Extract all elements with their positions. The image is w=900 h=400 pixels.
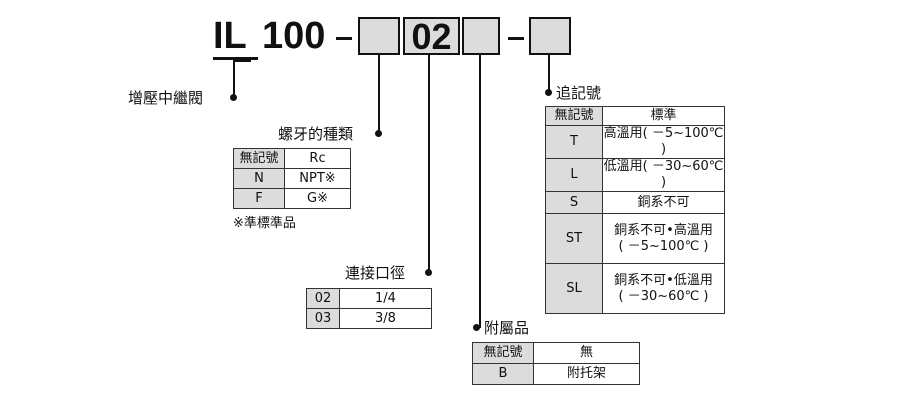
thread-type-vline [378,55,380,133]
thread-header-code: 無記號 [233,148,285,169]
option-row-value: 銅系不可•高溫用 ( －5~100℃ ) [602,213,725,264]
option-row-code: L [545,158,603,192]
thread-type-box [358,17,400,55]
series-underline [213,57,258,60]
option-row-code: T [545,125,603,159]
port-size-dot [425,269,432,276]
option-header-code: 無記號 [545,106,603,126]
option-row-value: 銅系不可•低溫用 ( －30~60℃ ) [602,263,725,314]
bracket-row-code: B [472,363,534,385]
port-size-table: 02 1/4 03 3/8 [306,288,432,329]
bracket-dot [473,324,480,331]
series-code: IL [213,15,247,57]
type-hline [233,60,251,62]
port-row-value: 3/8 [339,308,432,329]
bracket-vline [479,55,481,328]
option-row-code: ST [545,213,603,264]
thread-header-value: Rc [284,148,351,169]
option-header-value: 標準 [602,106,725,126]
option-box [529,17,571,55]
option-label: 追記號 [556,84,602,102]
type-label: 增壓中繼閥 [128,89,204,107]
option-row-value: 銅系不可 [602,191,725,214]
type-vline [233,60,235,97]
thread-row-value: NPT※ [284,168,351,189]
option-row-value: 低溫用( －30~60℃ ) [602,158,725,192]
bracket-label: 附屬品 [484,319,530,337]
port-row-value: 1/4 [339,288,432,309]
port-size-vline [428,55,430,272]
dash-1 [336,37,352,40]
bracket-header-code: 無記號 [472,342,534,364]
option-table: 無記號 標準 T 高溫用( －5~100℃ ) L 低溫用( －30~60℃ )… [545,106,725,314]
port-row-code: 02 [306,288,340,309]
thread-type-table: 無記號 Rc N NPT※ F G※ [233,148,351,209]
bracket-box [462,17,500,55]
port-size-label: 連接口徑 [345,264,406,282]
bracket-header-value: 無 [533,342,640,364]
thread-row-code: F [233,188,285,209]
series-number: 100 [262,15,326,57]
option-row-code: SL [545,263,603,314]
type-dot [230,94,237,101]
option-row-code: S [545,191,603,214]
dash-2 [508,37,524,40]
thread-note: ※準標準品 [233,216,296,231]
port-size-box: 02 [403,17,460,57]
thread-type-dot [375,130,382,137]
option-row-value: 高溫用( －5~100℃ ) [602,125,725,159]
port-row-code: 03 [306,308,340,329]
bracket-row-value: 附托架 [533,363,640,385]
thread-row-code: N [233,168,285,189]
option-vline [548,55,550,93]
thread-row-value: G※ [284,188,351,209]
thread-type-label: 螺牙的種類 [278,125,354,143]
bracket-table: 無記號 無 B 附托架 [472,342,640,385]
